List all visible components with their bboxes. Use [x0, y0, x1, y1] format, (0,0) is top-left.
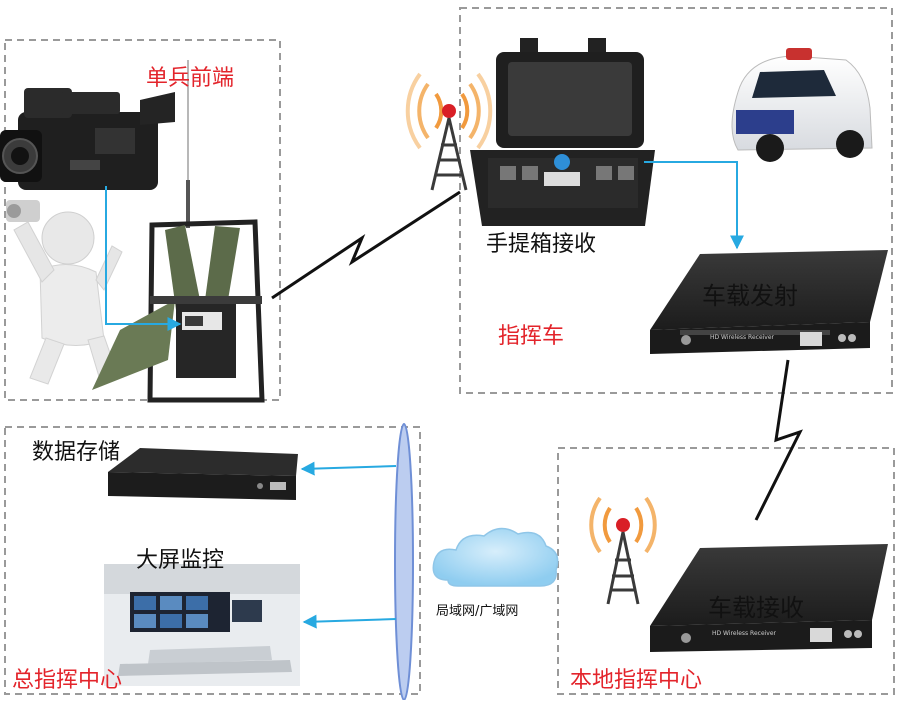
- camera-to-transmitter-arrow: [105, 186, 182, 331]
- wireless-link-backpack-to-case: [271, 190, 461, 300]
- cloud-icon: [432, 527, 559, 587]
- label-case-receive: 手提箱接收: [486, 232, 597, 257]
- panel-model-text-receive: HD Wireless Receiver: [712, 630, 777, 637]
- label-local-command-center: 本地指挥中心: [570, 668, 703, 693]
- vehicle-transmitter-rack-icon: [650, 250, 888, 354]
- radio-tower-icon: [405, 72, 493, 191]
- panel-model-text-transmit: HD Wireless Receiver: [710, 334, 775, 341]
- label-network: 局域网/广域网: [436, 604, 519, 619]
- briefcase-receiver-icon: [470, 38, 655, 226]
- case-to-vehicle-transmitter-arrow: [644, 161, 744, 250]
- operator-figure-icon: [6, 200, 123, 385]
- region-frame-local-center: [557, 447, 895, 695]
- data-storage-server-icon: [108, 448, 298, 500]
- label-big-screen: 大屏监控: [136, 548, 225, 573]
- vehicle-receiver-rack-icon: [650, 544, 888, 652]
- label-vehicle-receive: 车载接收: [708, 594, 804, 622]
- label-soldier-front: 单兵前端: [146, 66, 235, 91]
- network-to-storage-arrow: [300, 461, 397, 476]
- video-camera-icon: [0, 88, 175, 190]
- region-frame-soldier: [4, 39, 281, 401]
- police-car-icon: [731, 48, 873, 162]
- label-data-storage: 数据存储: [32, 440, 121, 465]
- radio-tower-icon-local: [589, 496, 657, 605]
- region-frame-command-vehicle: [459, 7, 893, 394]
- network-backbone-ellipse: [394, 423, 414, 701]
- network-to-screen-arrow: [302, 614, 397, 629]
- backpack-transmitter-icon: [92, 60, 265, 403]
- label-main-command-center: 总指挥中心: [12, 668, 123, 693]
- wireless-link-transmit-to-receive: [754, 359, 803, 521]
- region-frame-main-center: [4, 426, 421, 695]
- control-room-image-icon: [104, 564, 300, 686]
- label-command-vehicle: 指挥车: [498, 324, 565, 349]
- label-vehicle-transmit: 车载发射: [702, 282, 798, 310]
